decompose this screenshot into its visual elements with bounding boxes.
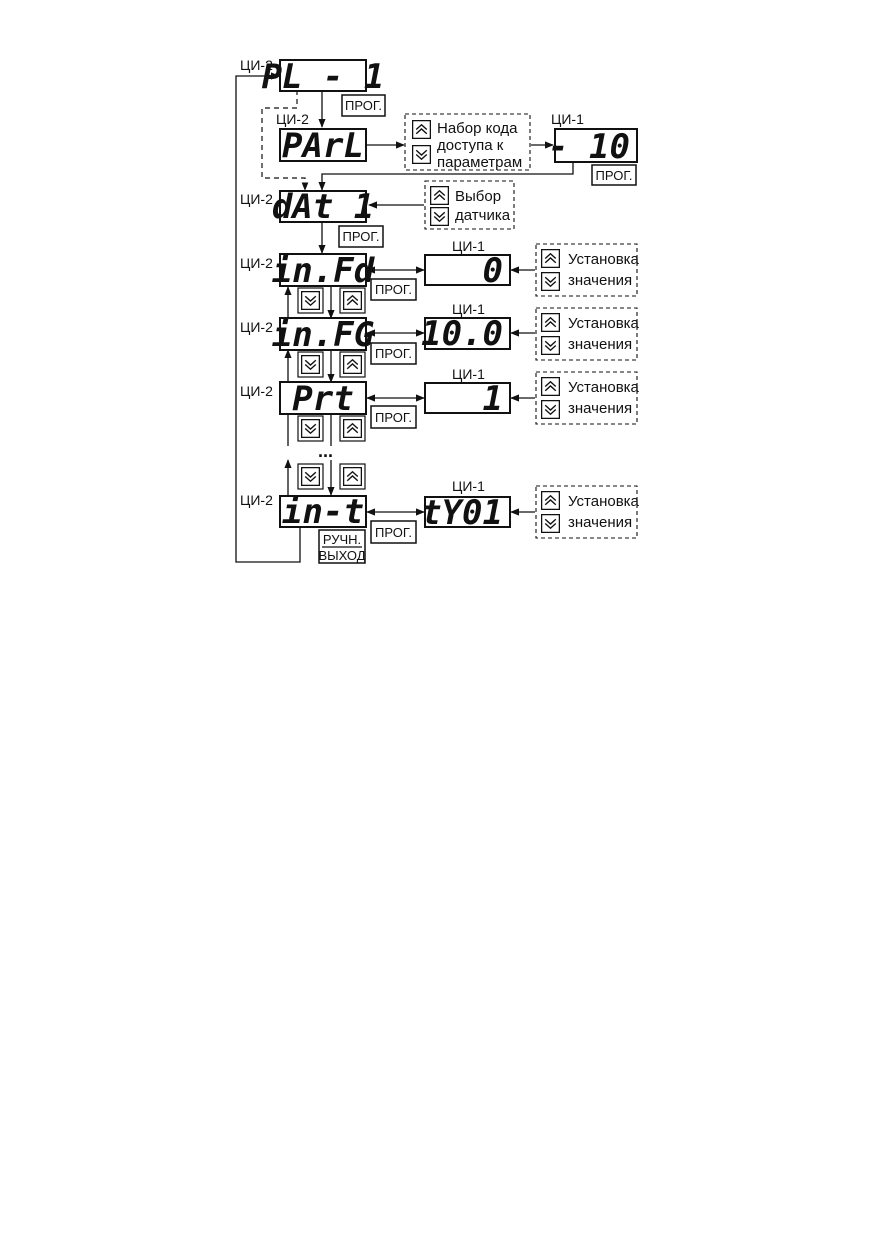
svg-text:ПРОГ.: ПРОГ. [343,229,380,244]
display-text: tY01 [421,493,503,533]
prog-button[interactable]: ПРОГ. [341,94,386,117]
nav-icons-row-2 [297,351,366,378]
nav-icons-row-4 [297,463,366,490]
note-line: параметрам [437,154,522,171]
display-text: dAt 1 [272,187,374,227]
display-text: Prt [292,379,353,419]
display-text: in.FG [272,315,374,355]
note-line: Установка [568,315,640,332]
display-text: in.Fd [272,251,376,291]
ci1-label: ЦИ-1 [452,366,485,382]
manual-label: РУЧН. [323,532,361,547]
chevron-double-up-icon[interactable] [541,249,560,268]
ellipsis: ... [318,441,333,461]
display-text: PArL [282,126,364,166]
chevron-double-down-icon[interactable] [301,355,320,374]
chevron-double-down-icon[interactable] [541,514,560,533]
ci2-label: ЦИ-2 [240,319,273,335]
chevron-double-up-icon[interactable] [412,120,431,139]
chevron-double-down-icon[interactable] [541,336,560,355]
display-fd-value: 0 [424,251,511,291]
display-infg: in.FG [272,315,374,355]
note-line: значения [568,400,632,417]
display-int: in-t [279,492,367,532]
display-fg-value: 10.0 [421,314,511,354]
ci2-label: ЦИ-2 [240,191,273,207]
svg-text:ПРОГ.: ПРОГ. [375,346,412,361]
chevron-double-up-icon[interactable] [541,377,560,396]
ci1-label: ЦИ-1 [452,238,485,254]
connectors [235,72,574,563]
display-text: 10.0 [421,314,503,354]
chevron-double-down-icon[interactable] [301,419,320,438]
display-prt-value: 1 [424,379,511,419]
note-line: значения [568,514,632,531]
chevron-double-up-icon[interactable] [343,467,362,486]
ci2-label: ЦИ-2 [276,111,309,127]
prog-button[interactable]: ПРОГ. [370,405,417,429]
display-infd: in.Fd [272,251,376,291]
access-code-note: Набор кода доступа к параметрам [404,113,531,171]
svg-text:ПРОГ.: ПРОГ. [375,282,412,297]
display-text: in-t [282,492,364,532]
chevron-double-down-icon[interactable] [541,400,560,419]
nav-icons-row-1 [297,287,366,314]
set-value-note: Установка значения [535,485,640,539]
prog-button[interactable]: ПРОГ. [370,520,417,544]
set-value-note: Установка значения [535,243,640,297]
display-parl: PArL [279,126,367,166]
prog-button[interactable]: ПРОГ. [370,278,417,301]
chevron-double-up-icon[interactable] [343,291,362,310]
ci2-label: ЦИ-2 [240,492,273,508]
note-line: Набор кода [437,120,518,137]
display-t-value: tY01 [421,493,511,533]
svg-text:ПРОГ.: ПРОГ. [345,98,382,113]
chevron-double-down-icon[interactable] [430,207,449,226]
prog-button[interactable]: ПРОГ. [370,342,417,365]
note-line: доступа к [437,137,504,154]
prog-button[interactable]: ПРОГ. [591,164,637,186]
chevron-double-down-icon[interactable] [301,291,320,310]
display-text: - 10 [548,127,630,167]
prog-button[interactable]: ПРОГ. [338,225,384,248]
display-pl1: PL - 1 [262,57,385,97]
svg-text:ПРОГ.: ПРОГ. [596,168,633,183]
chevron-double-up-icon[interactable] [343,355,362,374]
set-value-note: Установка значения [535,371,640,425]
display-prt: Prt [279,379,367,419]
ci1-label: ЦИ-1 [452,301,485,317]
svg-text:ПРОГ.: ПРОГ. [375,410,412,425]
note-line: значения [568,336,632,353]
ci2-label: ЦИ-2 [240,255,273,271]
chevron-double-up-icon[interactable] [430,186,449,205]
chevron-double-down-icon[interactable] [301,467,320,486]
chevron-double-down-icon[interactable] [412,145,431,164]
sensor-select-note: Выбор датчика [424,180,515,230]
display-text: 0 [483,251,503,291]
chevron-double-down-icon[interactable] [541,272,560,291]
ci1-label: ЦИ-1 [551,111,584,127]
note-line: Выбор [455,188,501,205]
note-line: Установка [568,251,640,268]
note-line: Установка [568,379,640,396]
exit-label: ВЫХОД [318,548,365,563]
ci2-label: ЦИ-2 [240,57,273,73]
set-value-note: Установка значения [535,307,640,361]
display-text: PL - 1 [262,57,385,97]
chevron-double-up-icon[interactable] [343,419,362,438]
nav-icons-row-3 [297,415,366,442]
display-text: 1 [483,379,503,419]
display-code-value: - 10 [548,127,638,167]
display-dat1: dAt 1 [272,187,374,227]
chevron-double-up-icon[interactable] [541,313,560,332]
note-line: Установка [568,493,640,510]
ci2-label: ЦИ-2 [240,383,273,399]
manual-exit-button[interactable]: РУЧН. ВЫХОД [318,529,366,564]
note-line: значения [568,272,632,289]
svg-text:ПРОГ.: ПРОГ. [375,525,412,540]
chevron-double-up-icon[interactable] [541,491,560,510]
note-line: датчика [455,207,511,224]
ci1-label: ЦИ-1 [452,478,485,494]
